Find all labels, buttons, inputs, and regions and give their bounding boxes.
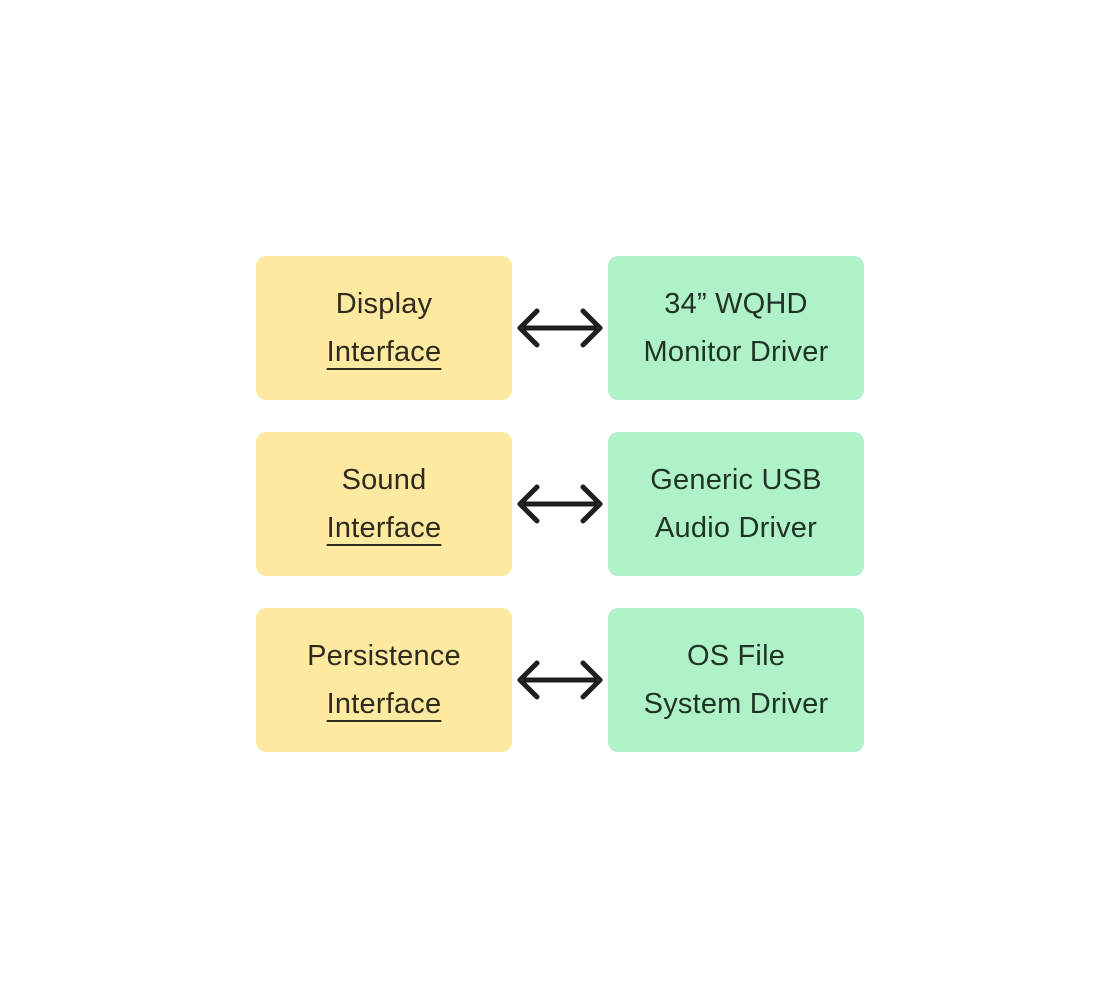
audio-driver-line1: Generic USB (650, 464, 822, 496)
persistence-interface-line1: Persistence (307, 640, 461, 672)
audio-driver-box: Generic USB Audio Driver (608, 432, 864, 576)
persistence-interface-box: Persistence Interface (256, 608, 512, 752)
file-system-driver-line1: OS File (686, 640, 786, 672)
double-arrow-icon (512, 256, 608, 400)
file-system-driver-line2: System Driver (643, 688, 829, 720)
sound-interface-line2: Interface (326, 512, 442, 544)
monitor-driver-line2: Monitor Driver (643, 336, 829, 368)
display-interface-line2: Interface (326, 336, 442, 368)
persistence-interface-line2: Interface (326, 688, 442, 720)
sound-interface-line1: Sound (341, 464, 427, 496)
display-interface-box: Display Interface (256, 256, 512, 400)
monitor-driver-box: 34” WQHD Monitor Driver (608, 256, 864, 400)
double-arrow-icon (512, 608, 608, 752)
file-system-driver-box: OS File System Driver (608, 608, 864, 752)
monitor-driver-line1: 34” WQHD (664, 288, 808, 320)
display-interface-line1: Display (335, 288, 433, 320)
double-arrow-icon (512, 432, 608, 576)
sound-interface-box: Sound Interface (256, 432, 512, 576)
audio-driver-line2: Audio Driver (655, 512, 817, 544)
